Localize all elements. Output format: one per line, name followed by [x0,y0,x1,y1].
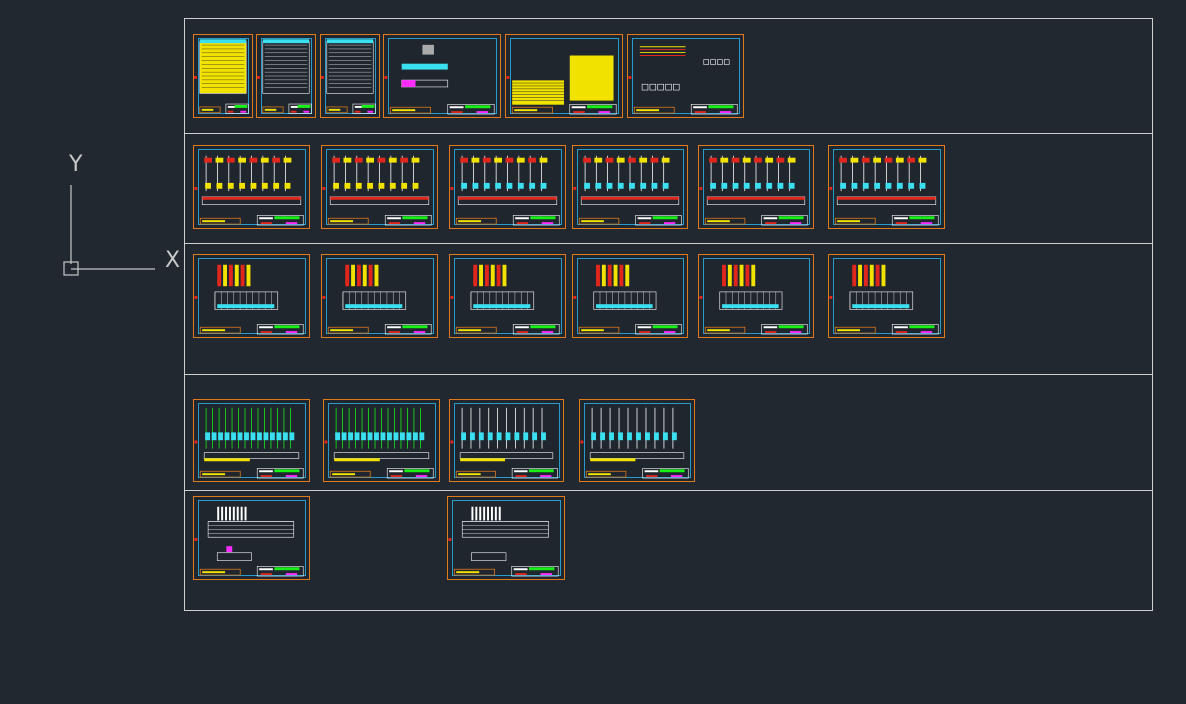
sheet-content [699,155,808,226]
sheet-content [573,264,682,335]
sheet-inner-border [198,403,306,478]
sheet-content [194,407,304,479]
sheet-content [324,407,434,479]
sheet-inner-border [454,258,562,334]
drawing-sheet-wiring-legend[interactable] [627,34,744,118]
row-divider [184,374,1153,375]
sheet-inner-border [388,38,497,114]
drawing-sheet-table-1[interactable] [193,496,310,580]
sheet-inner-border [833,149,941,225]
drawing-sheet-cover-list[interactable] [193,34,253,118]
drawing-sheet-circuit-4[interactable] [579,399,695,482]
sheet-inner-border [198,500,306,576]
drawing-sheet-terminal-1[interactable] [193,254,310,338]
sheet-inner-border [577,258,684,334]
drawing-sheet-terminal-3[interactable] [449,254,566,338]
sheet-inner-border [261,38,312,114]
sheet-inner-border [632,38,740,114]
sheet-content [321,39,376,114]
row-divider [184,133,1153,134]
sheet-content [829,155,939,226]
drawing-sheet-schematic-2[interactable] [321,145,438,229]
drawing-sheet-schematic-3[interactable] [449,145,566,229]
drawing-sheet-circuit-3[interactable] [449,399,564,482]
sheet-content [628,46,738,115]
sheet-content [322,155,432,226]
sheet-content [699,264,808,335]
sheet-inner-border [326,258,434,334]
drawing-sheet-design-notes[interactable] [256,34,316,118]
sheet-inner-border [703,149,810,225]
sheet-content [580,407,689,479]
drawing-sheet-schematic-1[interactable] [193,145,310,229]
drawing-sheet-circuit-2[interactable] [323,399,440,482]
sheet-inner-border [584,403,691,478]
sheet-content [450,155,560,226]
sheet-inner-border [510,38,619,114]
drawing-sheet-terminal-6[interactable] [828,254,945,338]
drawing-sheet-table-2[interactable] [447,496,565,580]
drawing-sheet-terminal-2[interactable] [321,254,438,338]
sheet-inner-border [454,149,562,225]
sheet-content [194,506,304,577]
drawing-sheet-circuit-1[interactable] [193,399,310,482]
drawing-sheet-terminal-5[interactable] [698,254,814,338]
sheet-inner-border [326,149,434,225]
ucs-icon: Y X [0,0,200,300]
sheet-inner-border [328,403,436,478]
drawing-sheet-system-plan[interactable] [383,34,501,118]
drawing-sheet-terminal-4[interactable] [572,254,688,338]
sheet-content [257,39,312,114]
drawing-sheet-schematic-6[interactable] [828,145,945,229]
sheet-inner-border [325,38,376,114]
sheet-content [450,407,558,479]
row-divider [184,243,1153,244]
drawing-sheet-schematic-5[interactable] [698,145,814,229]
sheet-inner-border [703,258,810,334]
sheet-inner-border [198,258,306,334]
ucs-x-label: X [165,248,181,273]
sheet-content [194,155,304,226]
drawing-layout-frame [184,18,1153,611]
drawing-sheet-schematic-4[interactable] [572,145,688,229]
row-divider [184,490,1153,491]
sheet-content [384,44,495,115]
sheet-inner-border [833,258,941,334]
ucs-y-label: Y [69,152,83,177]
sheet-inner-border [577,149,684,225]
sheet-content [450,264,560,335]
sheet-content [829,264,939,335]
sheet-content [448,506,559,577]
sheet-inner-border [452,500,561,576]
sheet-inner-border [454,403,560,478]
sheet-inner-border [198,149,306,225]
drawing-sheet-riser-panel[interactable] [505,34,623,118]
sheet-content [194,39,249,114]
sheet-inner-border [198,38,249,114]
sheet-content [194,264,304,335]
sheet-content [573,155,682,226]
drawing-sheet-material-table[interactable] [320,34,380,118]
sheet-content [322,264,432,335]
sheet-content [506,55,617,115]
